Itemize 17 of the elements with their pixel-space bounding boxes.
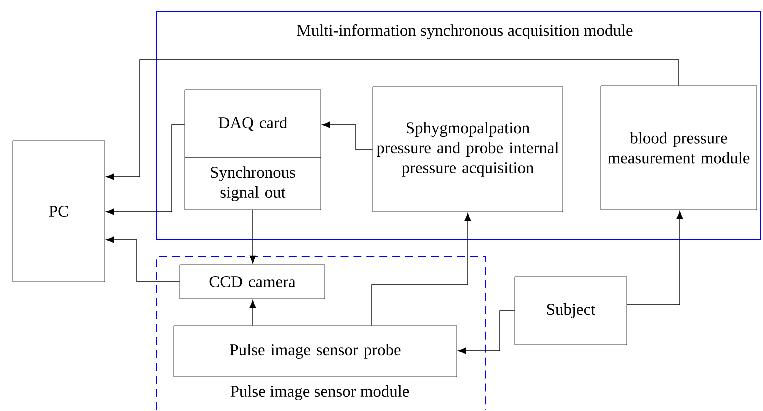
arrow [458,310,516,354]
arrow [322,122,374,150]
card-box: DAQ card [184,90,322,158]
arrow [250,210,256,264]
module-box: blood pressure measurement module [600,86,758,210]
camera-box: CCD camera [180,264,326,300]
computer-box: PC [12,140,106,282]
arrow [106,60,680,180]
arrow [626,211,684,306]
subject-box: Subject [514,276,628,346]
arrow [106,124,186,216]
arrow [250,300,256,326]
acquisition-box: Sphygmopalpation pressure and probe internal pressure acquisition [372,86,564,212]
arrow [106,236,180,282]
output-box: Synchronous signal out [184,158,322,210]
arrow [372,213,472,326]
probe-box: Pulse image sensor probe [174,326,458,378]
